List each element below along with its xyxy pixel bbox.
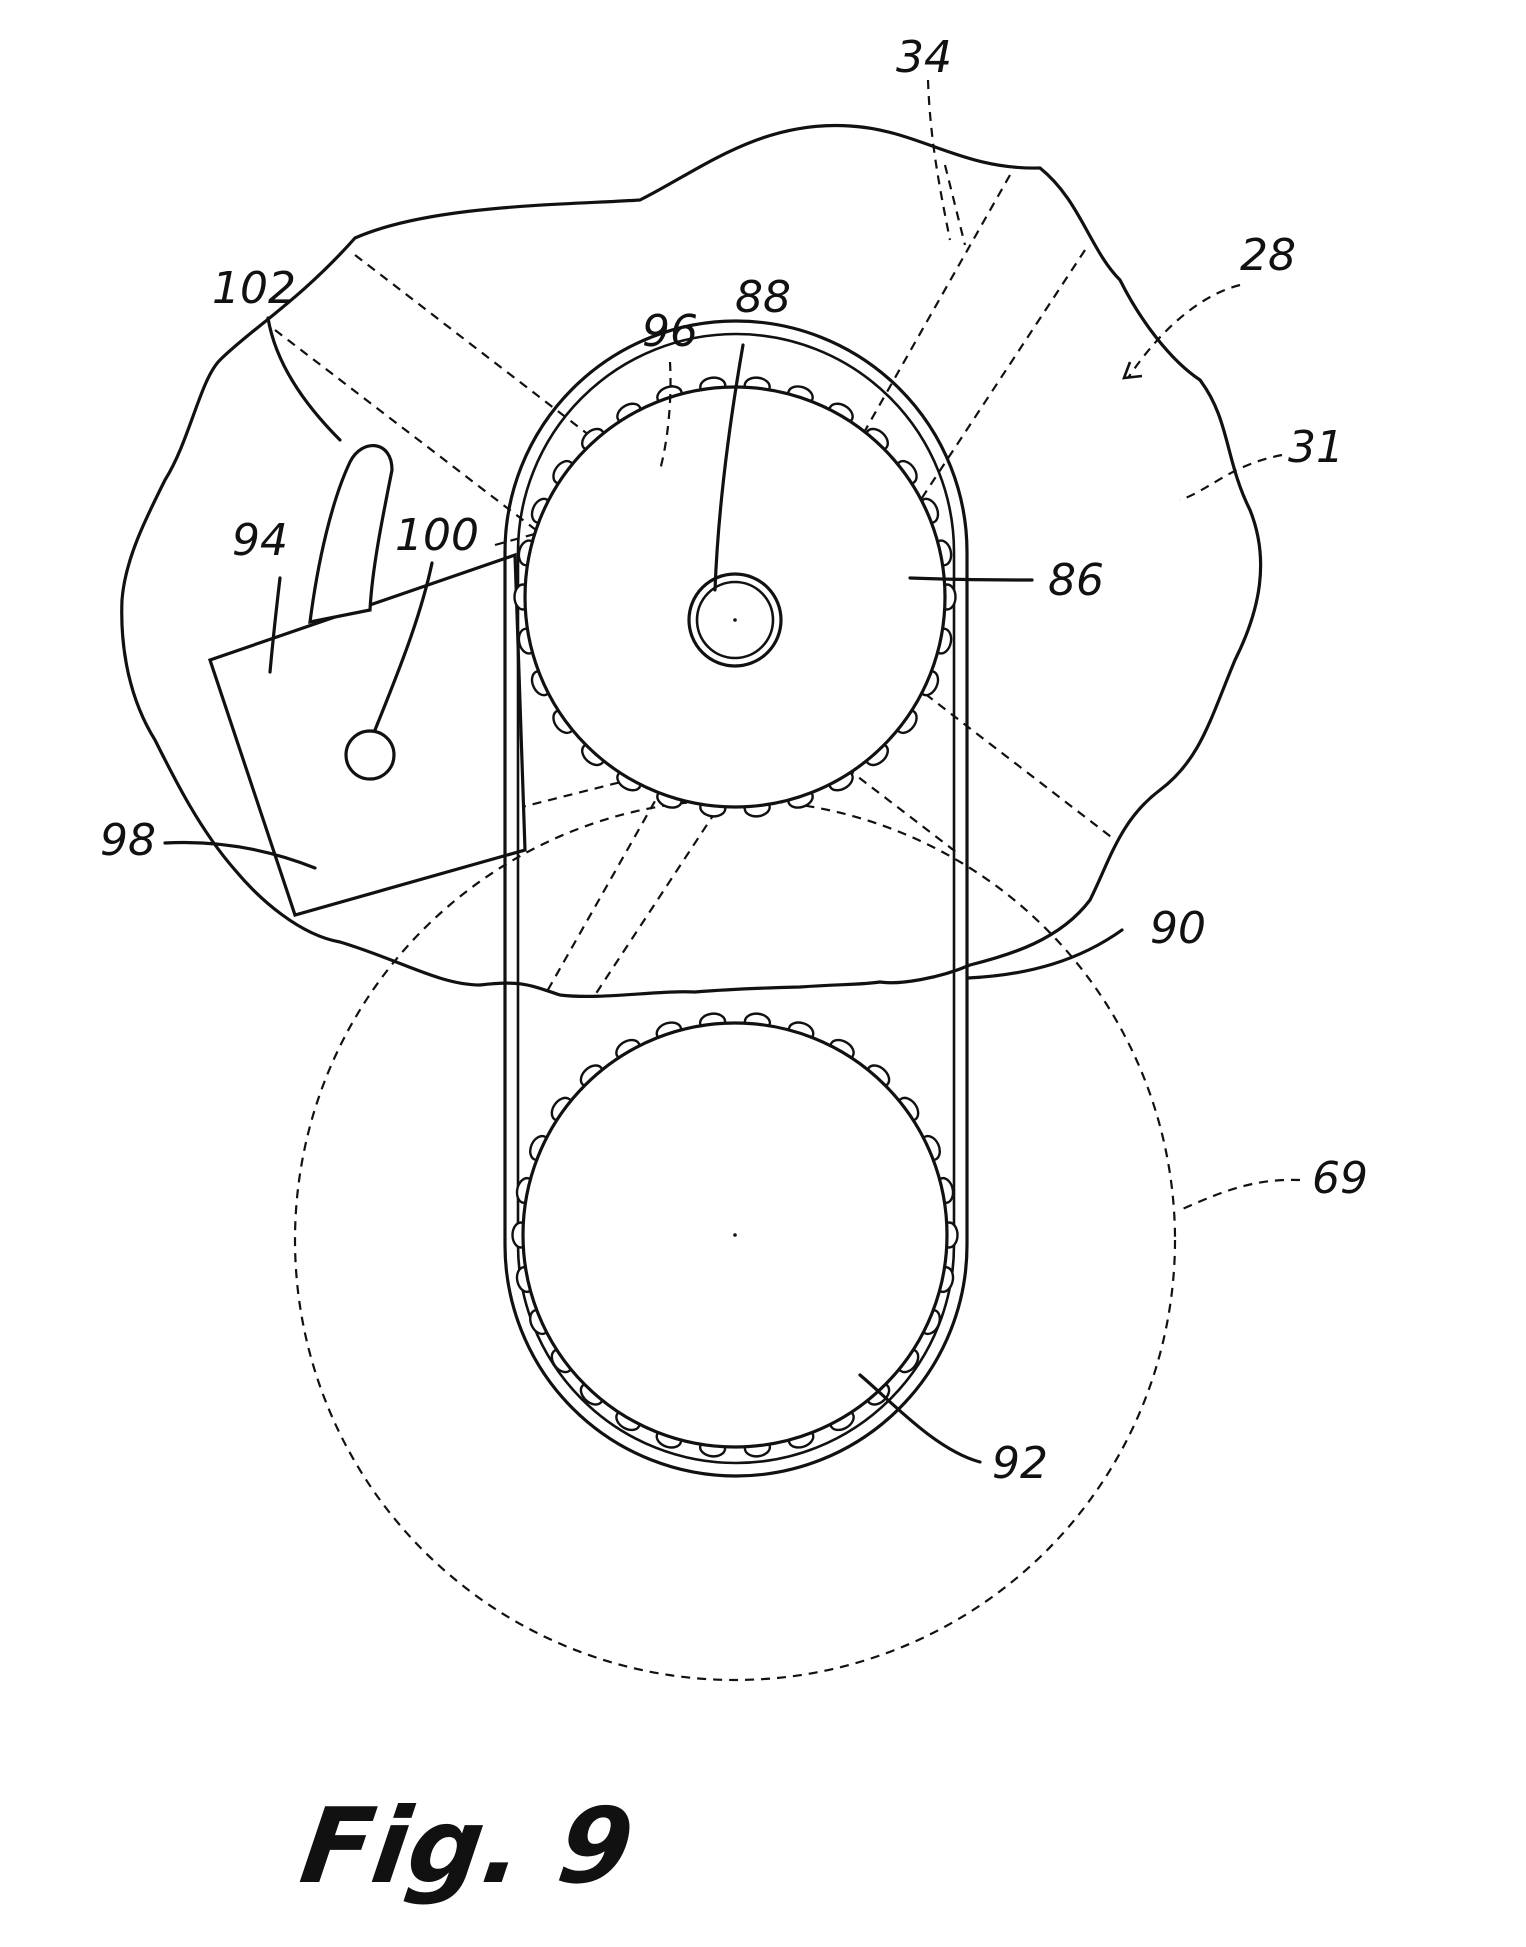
label-28: 28 (1240, 230, 1296, 281)
label-34: 34 (896, 32, 952, 83)
label-102: 102 (212, 263, 296, 314)
sprocket-92-center (733, 1233, 737, 1237)
housing-outline (120, 123, 1263, 998)
label-88: 88 (735, 272, 791, 323)
label-94: 94 (232, 515, 288, 566)
sprocket-body (523, 385, 947, 809)
label-96: 96 (642, 306, 698, 357)
shaft-88-outer (687, 572, 783, 668)
label-98: 98 (100, 815, 156, 866)
leader-lines (163, 79, 1301, 1464)
label-100: 100 (395, 510, 479, 561)
pin-100 (344, 729, 396, 781)
label-92: 92 (992, 1438, 1048, 1489)
sprocket-86 (513, 376, 957, 818)
label-90: 90 (1150, 903, 1206, 954)
shaft-88-center (733, 618, 737, 622)
figure-caption: Fig. 9 (294, 1785, 640, 1906)
label-31: 31 (1288, 422, 1344, 473)
label-69: 69 (1312, 1153, 1368, 1204)
label-86: 86 (1048, 555, 1104, 606)
shaft-88-inner (695, 580, 775, 660)
arm-102 (308, 444, 394, 625)
